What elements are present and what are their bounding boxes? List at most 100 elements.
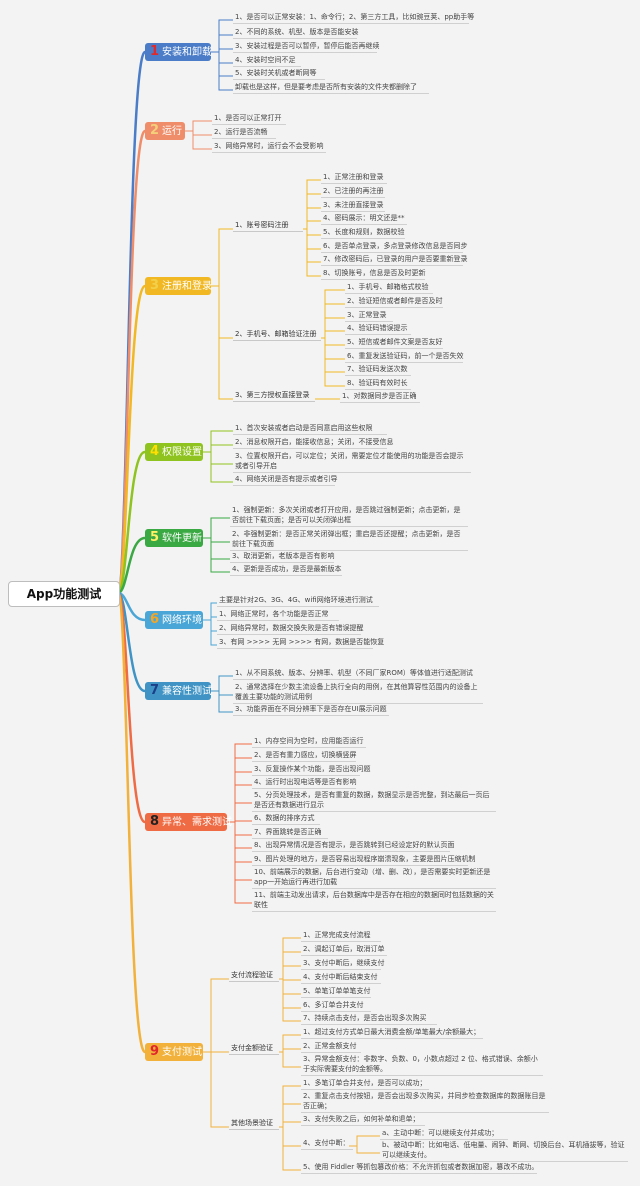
leaf-item[interactable]: 卸载也是这样，但是要考虑是否所有安装的文件夹都删除了 [233,82,429,94]
leaf-item[interactable]: 3、异常金额支付：非数字、负数、0，小数点超过 2 位、格式错误、余额小于实际需… [301,1054,543,1076]
connector-line [203,451,233,483]
leaf-item[interactable]: 5、使用 Fiddler 等抓包篡改价格：不允许抓包或者数据加密，篡改不成功。 [301,1162,538,1174]
root-node[interactable]: App功能测试 [8,581,120,607]
connector-line [349,1135,380,1147]
leaf-item[interactable]: 2、验证短信或者邮件是否及时 [345,296,443,308]
leaf-item[interactable]: a、主动中断：可以继续支付并成功； [380,1128,508,1140]
leaf-item[interactable]: 6、多订单合并支付 [301,1000,371,1012]
sub-node[interactable]: 2、手机号、邮箱验证注册 [233,330,321,341]
leaf-item[interactable]: 1、超过支付方式单日最大消费金额/单笔最大/余额最大； [301,1027,483,1039]
leaf-item[interactable]: 1、多笔订单合并支付，是否可以成功； [301,1078,429,1090]
leaf-item[interactable]: 1、强制更新：多次关闭或者打开应用，是否跳过强制更新；点击更新，是否前往下载页面… [230,505,468,527]
leaf-item[interactable]: 5、长度和规则，数据校验 [321,227,405,239]
leaf-item[interactable]: 4、网络关闭是否有提示或者引导 [233,474,337,486]
leaf-item[interactable]: 11、前端主动发出请求，后台数据库中是否存在相应的数据同时包括数据的关联性 [252,890,496,912]
leaf-item[interactable]: 2、不同的系统、机型、版本是否能安装 [233,27,358,39]
leaf-item[interactable]: 1、是否可以正常打开 [212,113,286,125]
leaf-item[interactable]: 1、首次安装或者启动是否同意启用这些权限 [233,423,387,435]
leaf-item[interactable]: 3、取消更新，老版本是否有影响 [230,551,334,563]
leaf-item[interactable]: 2、网络异常时，数据交换失败是否有错误提醒 [217,623,363,635]
leaf-item[interactable]: 2、已注册的再注册 [321,186,385,198]
connector-line [275,1051,301,1068]
connector-line [317,317,345,339]
leaf-item[interactable]: 5、短信或者邮件文案是否友好 [345,337,443,349]
leaf-item[interactable]: 2、调起订单后，取消订单 [301,944,387,956]
leaf-item[interactable]: 3、安装过程是否可以暂停，暂停后能否再继续 [233,41,379,53]
leaf-item[interactable]: 2、重复点击支付按钮，是否会出现多次购买，并同步检查数据库的数据账目是否正确； [301,1091,549,1113]
leaf-item[interactable]: 8、出现异常情况是否有提示，是否跳转到已经设定好的默认页面 [252,840,454,852]
connector-line [317,330,345,339]
leaf-item[interactable]: 3、反复操作某个功能，是否出现问题 [252,764,370,776]
leaf-item[interactable]: 2、消息权限开启，能接收信息；关闭，不接受信息 [233,437,393,449]
leaf-item[interactable]: 2、通常选择在少数主流设备上执行全向的用例，在其他算容性范围内的设备上覆盖主要功… [233,682,483,704]
leaf-item[interactable]: 8、切换账号，信息是否及时更新 [321,268,425,280]
leaf-item[interactable]: 1、正常注册和登录 [321,172,387,184]
leaf-item[interactable]: 2、非强制更新：是否正常关闭弹出框；重启是否还提醒；点击更新，是否前往下载页面 [230,529,468,551]
sub-node[interactable]: 支付流程验证 [229,971,279,982]
leaf-item[interactable]: 4、验证码错误提示 [345,323,411,335]
leaf-item[interactable]: 7、验证码发送次数 [345,364,411,376]
leaf-item[interactable]: 4、支付中断： [301,1138,353,1150]
leaf-item[interactable]: 1、对数据同步是否正确 [340,391,420,403]
leaf-item[interactable]: 7、修改密码后，已登录的用户是否要重新登录 [321,254,467,266]
leaf-item[interactable]: 3、功能界面在不同分辨率下是否存在UI展示问题 [233,704,389,716]
leaf-item[interactable]: 4、支付中断后结束支付 [301,972,381,984]
leaf-item[interactable]: 3、位置权限开启，可以定位；关闭，需要定位才能使用的功能是否会提示或者引导开启 [233,451,471,473]
leaf-item[interactable]: 1、从不同系统、版本、分辨率、机型（不同厂家ROM）等体值进行适配测试 [233,668,473,680]
leaf-item[interactable]: 3、支付中断后，继续支付 [301,958,384,970]
connector-line [275,1126,301,1171]
leaf-item[interactable]: 1、正常完成支付流程 [301,930,381,942]
leaf-item[interactable]: 8、验证码有效时长 [345,378,411,390]
leaf-item[interactable]: 5、安装时关机或者断网等 [233,68,325,80]
sub-node[interactable]: 支付金额验证 [229,1044,279,1055]
leaf-item[interactable]: 1、网络正常时，各个功能是否正常 [217,609,339,621]
leaf-item[interactable]: 6、数据的排序方式 [252,813,320,825]
leaf-item[interactable]: 1、手机号、邮箱格式校验 [345,282,433,294]
leaf-item[interactable]: 7、持续点击支付，是否会出现多次购买 [301,1013,437,1025]
leaf-item[interactable]: 2、是否有重力感应，切换横竖屏 [252,750,356,762]
category-label: 权限设置 [162,447,203,458]
leaf-item[interactable]: 6、是否单点登录，多点登录修改信息是否同步 [321,241,467,253]
connector-line [227,757,252,823]
leaf-item[interactable]: 4、密码展示：明文还是** [321,213,407,225]
leaf-item[interactable]: 1、是否可以正常安装：1、命令行；2、第三方工具，比如豌豆荚、pp助手等 [233,12,474,24]
leaf-item[interactable]: 2、正常金额支付 [301,1041,361,1053]
leaf-item[interactable]: b、被动中断：比如电话、低电量、闹钟、断网、切换后台、耳机插拔等，验证可以继续支… [380,1140,628,1162]
connector-line [349,1145,380,1154]
leaf-item[interactable]: 5、单笔订单单笔支付 [301,986,371,998]
category-number: 3 [150,278,160,293]
leaf-item[interactable]: 2、运行是否流畅 [212,127,276,139]
leaf-item[interactable]: 4、运行时出现电话等是否有影响 [252,777,356,789]
leaf-item[interactable]: 10、前端展示的数据，后台进行变动（增、删、改），是否需要实时更新还是app一开… [252,867,496,889]
connector-line [211,51,233,91]
leaf-item[interactable]: 3、正常登录 [345,310,393,322]
leaf-item[interactable]: 3、网络异常时，运行会不会受影响 [212,141,326,153]
category-label: 安装和卸载 [162,47,213,58]
leaf-item[interactable]: 4、更新是否成功，是否是最新版本 [230,564,342,576]
leaf-item[interactable]: 3、有网 >>>> 无网 >>>> 有网，数据是否能恢复 [217,637,384,649]
leaf-item[interactable]: 4、安装时空间不足 [233,55,301,67]
leaf-item[interactable]: 9、图片处理的地方，是否容易出现程序崩溃现象，主要是图片压缩机制 [252,854,475,866]
sub-node[interactable]: 3、第三方授权直接登录 [233,391,315,402]
leaf-item[interactable]: 7、界面跳转是否正确 [252,827,328,839]
connector-line [203,537,230,573]
leaf-item[interactable]: 3、未注册直接登录 [321,200,385,212]
leaf-item[interactable]: 1、内存空间为空时，应用能否运行 [252,736,366,748]
leaf-item[interactable]: 主要是针对2G、3G、4G、wifi网络环境进行测试 [217,595,379,607]
leaf-item[interactable]: 6、重复发送验证码，前一个是否失效 [345,351,463,363]
leaf-item[interactable]: 3、支付失败之后，如何补单和退单； [301,1114,425,1126]
sub-node[interactable]: 其他场景验证 [229,1119,279,1130]
connector-line [275,978,301,1022]
sub-node[interactable]: 1、账号密码注册 [233,221,303,232]
leaf-item[interactable]: 5、分页处理技术，是否有重复的数据，数据显示是否完整，到达最后一页后是否还有数据… [252,790,496,812]
